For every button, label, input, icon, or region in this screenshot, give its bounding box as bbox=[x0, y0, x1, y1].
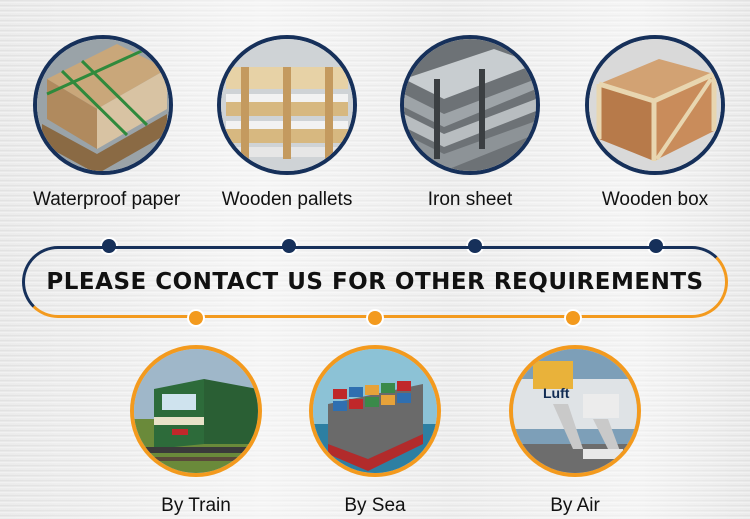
shipping-label: By Train bbox=[161, 495, 231, 516]
banner-text: PLEASE CONTACT US FOR OTHER REQUIREMENTS bbox=[46, 269, 704, 295]
shipping-label: By Air bbox=[550, 495, 600, 516]
banner-dot bbox=[566, 311, 580, 325]
shipping-by-sea: By Sea bbox=[305, 345, 445, 517]
package-iron-sheet: Iron sheet bbox=[400, 35, 540, 211]
package-waterproof-paper: Waterproof paper bbox=[33, 35, 181, 211]
package-label: Waterproof paper bbox=[33, 189, 181, 210]
package-wooden-pallets: Wooden pallets bbox=[217, 35, 357, 211]
package-wooden-box: Wooden box bbox=[585, 35, 725, 211]
iron-sheet-photo bbox=[400, 35, 540, 175]
wooden-box-photo bbox=[585, 35, 725, 175]
package-label: Wooden box bbox=[601, 189, 709, 210]
contact-banner: PLEASE CONTACT US FOR OTHER REQUIREMENTS bbox=[22, 246, 728, 318]
shipping-by-train: By Train bbox=[126, 345, 266, 517]
waterproof-paper-photo bbox=[33, 35, 173, 175]
package-label: Iron sheet bbox=[427, 189, 513, 210]
wooden-pallets-photo bbox=[217, 35, 357, 175]
banner-dot bbox=[189, 311, 203, 325]
ship-photo bbox=[309, 345, 441, 477]
airline-logo-text: Luft bbox=[543, 385, 570, 401]
airplane-photo: Luft bbox=[509, 345, 641, 477]
banner-dot bbox=[368, 311, 382, 325]
train-photo bbox=[130, 345, 262, 477]
package-label: Wooden pallets bbox=[221, 189, 353, 210]
shipping-by-air: Luft By Air bbox=[505, 345, 645, 517]
shipping-label: By Sea bbox=[344, 495, 406, 516]
